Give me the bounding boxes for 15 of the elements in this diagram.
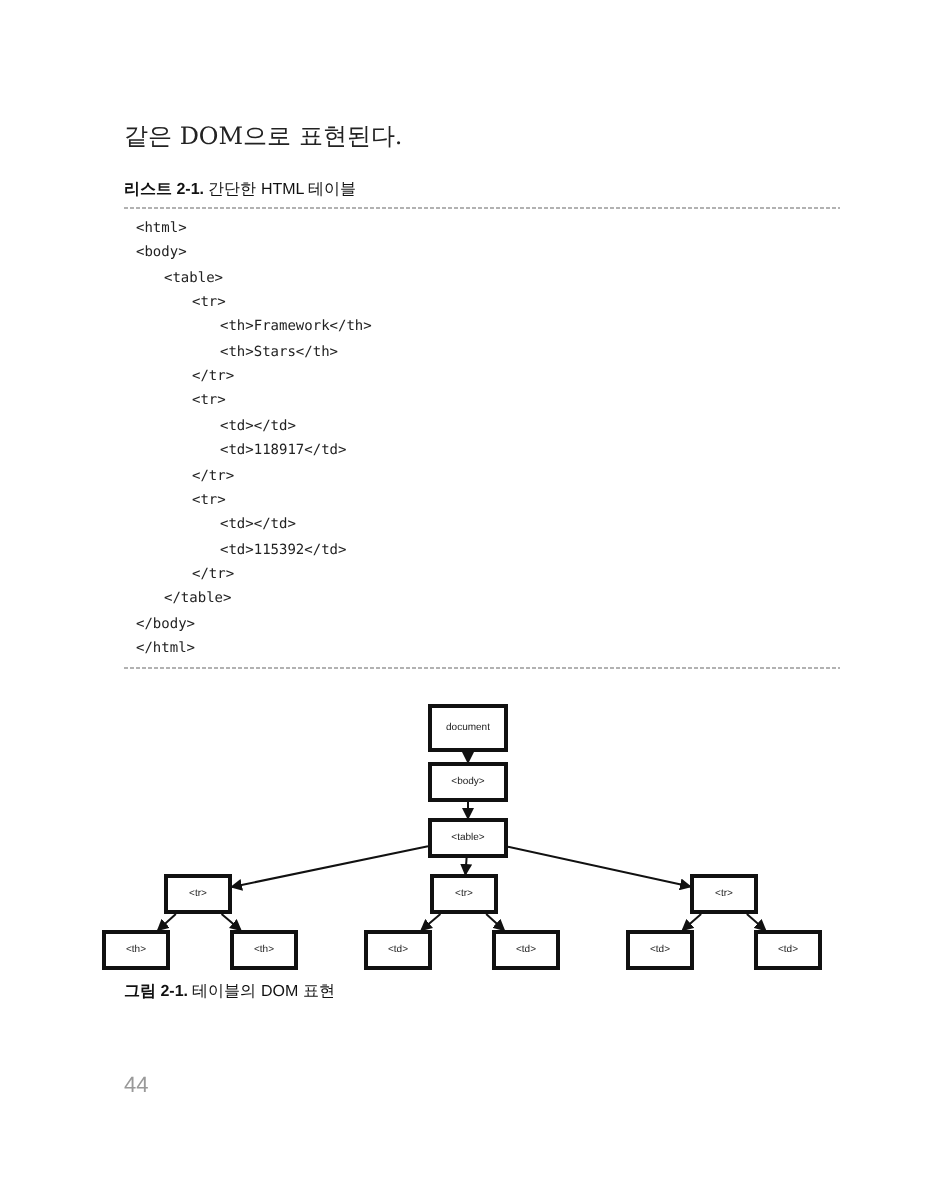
- page-number: 44: [124, 1074, 149, 1098]
- figure-caption: 그림 2-1. 테이블의 DOM 표현: [124, 980, 335, 1002]
- arrow: [462, 751, 474, 764]
- arrow: [156, 913, 177, 932]
- arrow: [745, 913, 767, 932]
- arrow: [220, 913, 242, 932]
- arrow: [485, 913, 506, 932]
- body-text: 같은 DOM으로 표현된다.: [124, 120, 403, 154]
- arrow: [681, 913, 703, 932]
- arrow: [462, 801, 474, 820]
- arrow: [460, 857, 473, 876]
- arrow: [230, 845, 429, 891]
- listing-title: 리스트 2-1. 간단한 HTML 테이블: [124, 178, 357, 200]
- arrow: [507, 845, 692, 891]
- arrow: [420, 913, 442, 932]
